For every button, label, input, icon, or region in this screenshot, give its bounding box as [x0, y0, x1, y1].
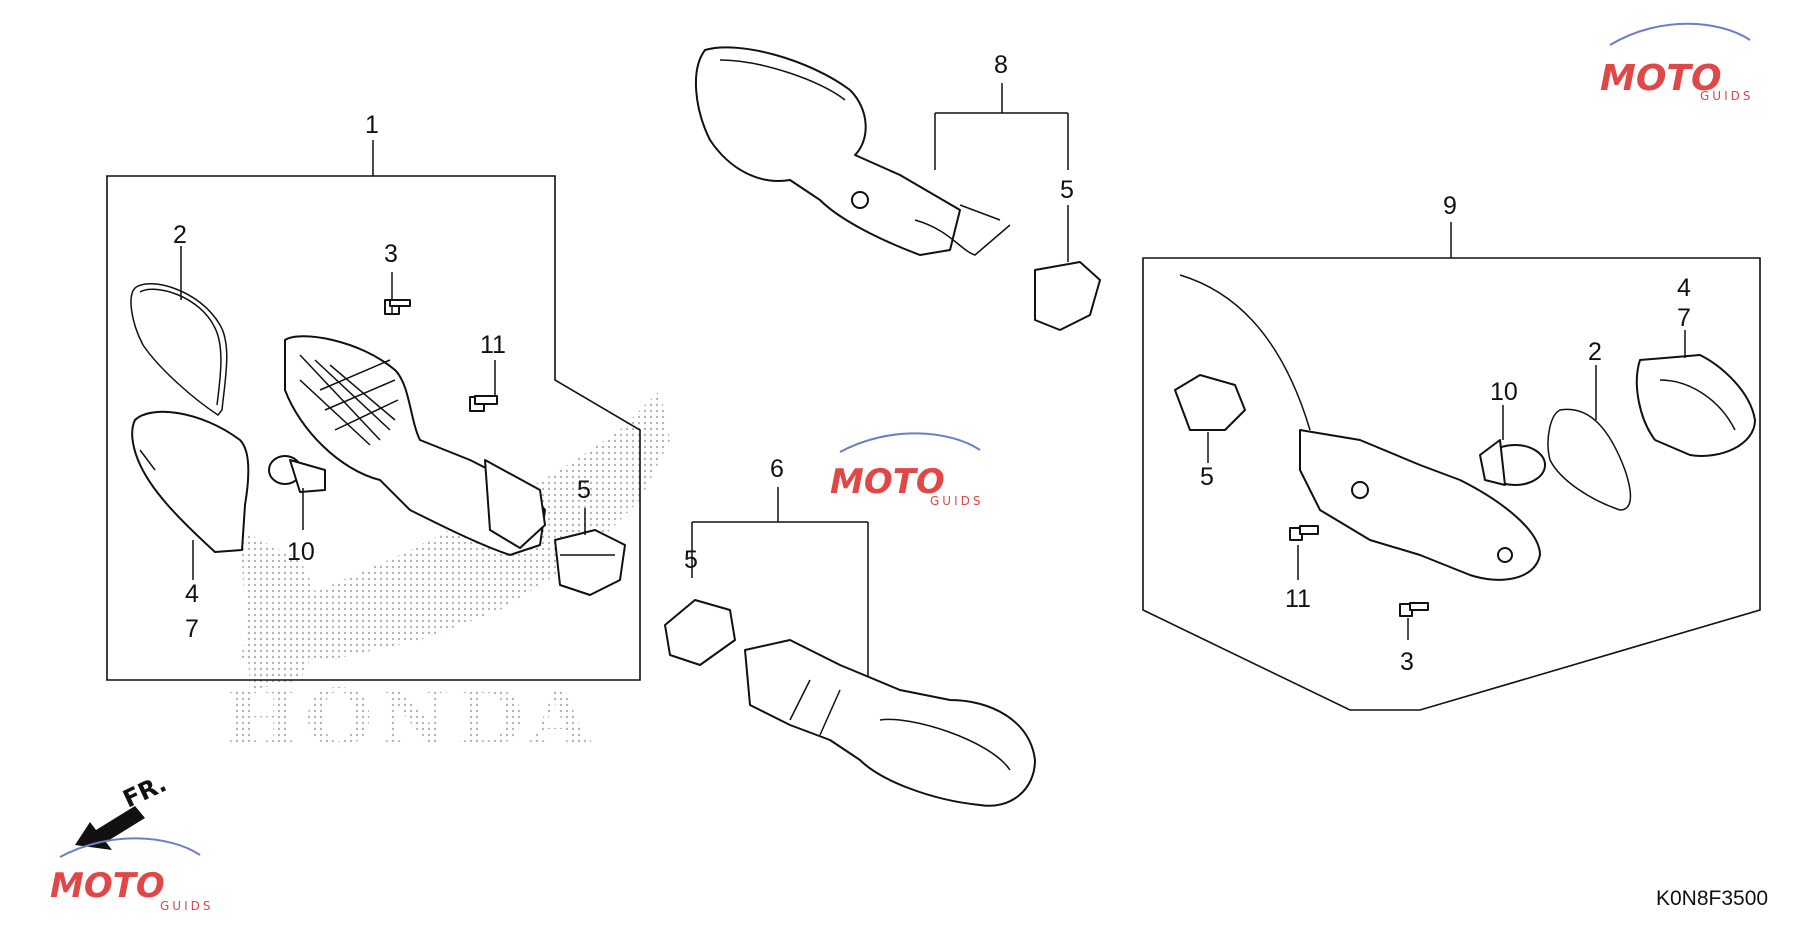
- screw-3-left: [384, 272, 411, 315]
- lens-shape: [131, 410, 250, 553]
- moto-watermark-bottom-left: MOTO GUIDS: [50, 837, 213, 913]
- callout-2-left: 2: [173, 221, 187, 249]
- socket-5-bottom: [664, 599, 736, 666]
- svg-text:GUIDS: GUIDS: [930, 494, 983, 508]
- socket-5-top: [1034, 261, 1101, 331]
- diagram-code: K0N8F3500: [1656, 887, 1768, 910]
- callout-3-left: 3: [384, 240, 398, 268]
- screw-11-right: [1289, 525, 1319, 541]
- gasket-2-right: [1547, 408, 1632, 511]
- callout-5-group8: 5: [1060, 176, 1074, 204]
- screw-11-left: [469, 360, 498, 412]
- honda-logo-text: HONDA: [225, 673, 596, 764]
- callout-11-right: 11: [1285, 585, 1311, 613]
- honda-wing-watermark: HONDA: [225, 390, 670, 764]
- callout-4-right: 4: [1677, 274, 1691, 302]
- callout-10-left: 10: [287, 538, 315, 566]
- indicator-housing-bottom: [744, 639, 1036, 807]
- front-arrow-icon: [75, 806, 145, 850]
- lens-4-7-right: [1635, 354, 1756, 457]
- callout-1: 1: [365, 111, 379, 139]
- svg-text:MOTO: MOTO: [1600, 58, 1722, 99]
- screw-3-right: [1399, 602, 1429, 617]
- moto-watermark-top-right: MOTO GUIDS: [1600, 22, 1753, 103]
- callout-9: 9: [1443, 192, 1457, 220]
- front-label: FR.: [119, 769, 171, 813]
- assembly-group-9: 9 5 11 3 10: [1142, 192, 1761, 711]
- svg-text:MOTO: MOTO: [830, 462, 945, 502]
- callout-5-group1: 5: [577, 476, 591, 504]
- callout-3-right: 3: [1400, 648, 1414, 676]
- bulb-shape: [268, 455, 326, 493]
- callout-11-left: 11: [480, 331, 506, 359]
- moto-watermark-center: MOTO GUIDS: [830, 432, 983, 508]
- indicator-housing-top: [694, 46, 1011, 256]
- bulb-10-right: [1479, 439, 1546, 486]
- assembly-group-8: 8 5: [694, 46, 1101, 331]
- svg-text:GUIDS: GUIDS: [160, 899, 213, 913]
- callout-8: 8: [994, 51, 1008, 79]
- svg-text:GUIDS: GUIDS: [1700, 89, 1753, 103]
- socket-5-right: [1174, 374, 1246, 431]
- callout-10-right: 10: [1490, 378, 1518, 406]
- callout-6: 6: [770, 455, 784, 483]
- socket-5-left: [554, 529, 626, 596]
- assembly-group-1: 1 2 4 7 10 3: [106, 111, 641, 681]
- indicator-housing-right: [1179, 274, 1541, 581]
- svg-text:MOTO: MOTO: [50, 866, 165, 906]
- callout-4-left: 4: [185, 580, 199, 608]
- indicator-housing-left: [284, 335, 546, 556]
- gasket-shape: [130, 283, 228, 417]
- callout-2-right: 2: [1588, 338, 1602, 366]
- callout-7-left: 7: [185, 615, 199, 643]
- callout-7-right: 7: [1677, 304, 1691, 332]
- callout-5-group9: 5: [1200, 463, 1214, 491]
- assembly-group-6: 6 5: [664, 455, 1036, 807]
- callout-5-group6: 5: [684, 546, 698, 574]
